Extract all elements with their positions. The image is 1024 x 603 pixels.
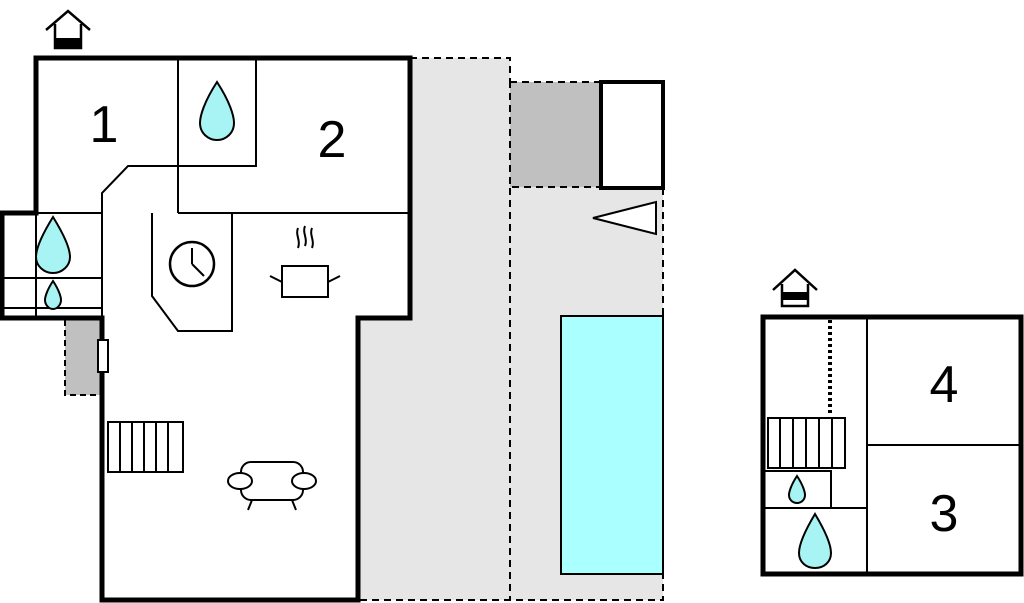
water-drop-icon — [198, 80, 236, 142]
main-house-walls — [0, 55, 413, 603]
pool — [560, 315, 664, 575]
room-2-label: 2 — [318, 111, 347, 169]
water-drop-icon — [797, 512, 833, 570]
stairs-icon — [767, 417, 846, 469]
annex-interior-walls — [765, 317, 1021, 574]
outdoor-structure — [599, 80, 665, 190]
room-1-label: 1 — [90, 96, 119, 154]
cooking-pot-icon — [269, 225, 341, 298]
room-3-label: 3 — [930, 485, 959, 543]
water-drop-icon — [787, 474, 807, 505]
room-4-label: 4 — [930, 356, 959, 414]
clock-icon — [168, 240, 216, 288]
covered-area — [509, 81, 601, 188]
window-marker — [97, 339, 109, 373]
water-drop-icon — [43, 279, 63, 311]
water-drop-icon — [34, 215, 72, 275]
sofa-icon — [227, 461, 317, 511]
house-entrance-icon — [772, 268, 818, 308]
triangle-icon — [592, 200, 657, 236]
stairs-icon — [107, 421, 184, 473]
small-outdoor-area — [64, 317, 103, 396]
house-entrance-icon — [45, 9, 91, 50]
